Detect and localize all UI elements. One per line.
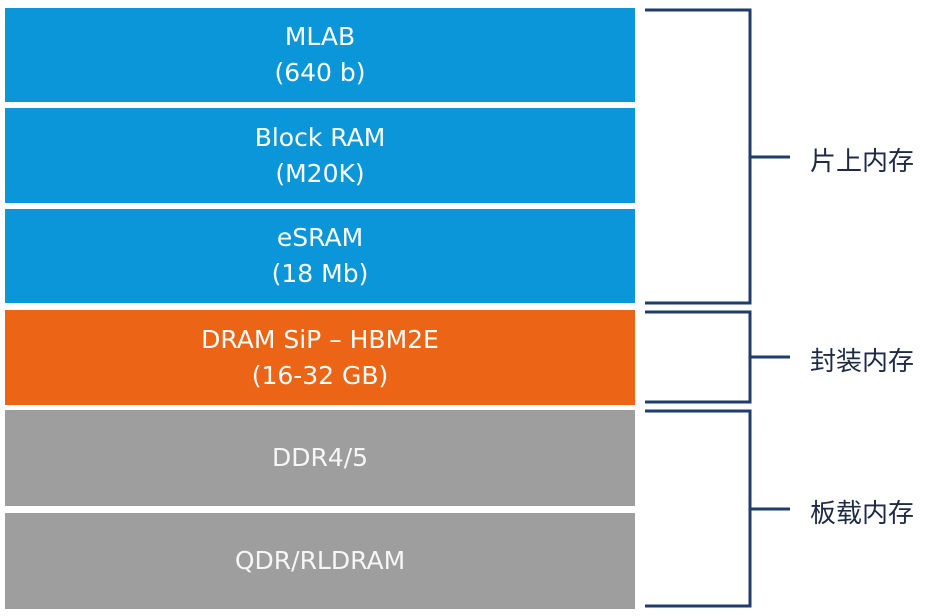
bracket-on-board [645,409,790,608]
block-mlab-title: MLAB [284,22,356,51]
block-block-ram-title: Block RAM [254,122,386,152]
block-esram-title: eSRAM [276,223,364,252]
block-block-ram: Block RAM (M20K) [5,108,635,203]
block-mlab-size: (640 b) [274,58,366,87]
block-ddr-title: DDR4/5 [271,443,369,472]
group-label-on-board: 板载内存 [810,499,915,529]
block-esram: eSRAM (18 Mb) [5,209,635,303]
block-mlab: MLAB (640 b) [5,8,635,102]
bracket-on-chip [645,8,790,305]
block-qdr-rldram: QDR/RLDRAM [5,513,635,609]
group-label-on-chip: 片上内存 [810,147,915,177]
group-label-in-package: 封装内存 [810,347,915,377]
block-dram-sip-title: DRAM SiP – HBM2E [201,324,439,354]
bracket-in-package [645,310,790,404]
block-ddr: DDR4/5 [5,410,635,506]
block-dram-sip: DRAM SiP – HBM2E (16-32 GB) [5,310,635,405]
block-esram-size: (18 Mb) [271,259,369,288]
block-dram-sip-size: (16-32 GB) [251,360,389,390]
block-qdr-rldram-title: QDR/RLDRAM [234,546,406,575]
block-block-ram-size: (M20K) [275,158,365,188]
